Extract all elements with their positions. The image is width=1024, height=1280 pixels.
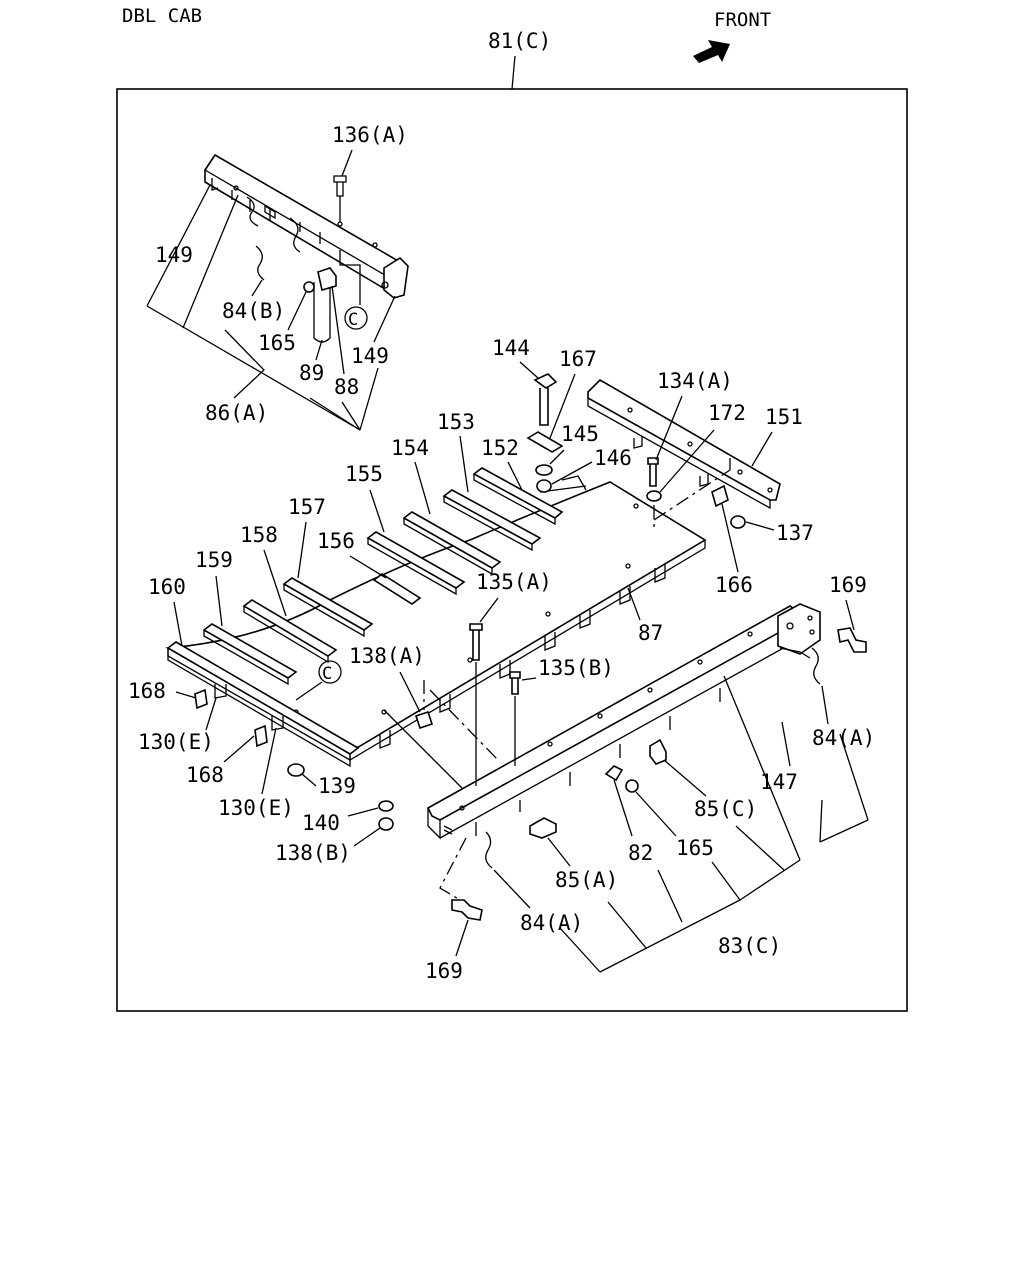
clip-85c	[649, 738, 667, 765]
clip-166	[711, 484, 729, 508]
assembly-label: 81(C)	[488, 29, 551, 53]
clip-165a	[303, 281, 315, 293]
clip-82	[604, 765, 624, 782]
callout-146: 146	[594, 446, 632, 470]
callout-84b: 84(B)	[222, 299, 285, 323]
ref-circle-c1	[344, 306, 368, 330]
callout-166: 166	[715, 573, 753, 597]
callout-169-left: 169	[425, 959, 463, 983]
bracket-88	[317, 267, 337, 292]
crossbars	[166, 467, 587, 768]
callout-145: 145	[561, 422, 599, 446]
callout-152: 152	[481, 436, 519, 460]
callout-137: 137	[776, 521, 814, 545]
diagram-frame	[116, 88, 908, 1012]
callout-151: 151	[765, 405, 803, 429]
callout-159: 159	[195, 548, 233, 572]
callout-135b: 135(B)	[538, 656, 614, 680]
center-line-3	[423, 680, 499, 761]
callout-153: 153	[437, 410, 475, 434]
callout-168-top: 168	[128, 679, 166, 703]
plate-167	[526, 431, 564, 453]
callout-147: 147	[760, 770, 798, 794]
callout-158: 158	[240, 523, 278, 547]
bolt-144	[533, 373, 558, 426]
callout-86a: 86(A)	[205, 401, 268, 425]
callout-140: 140	[302, 811, 340, 835]
nut-146	[536, 479, 552, 493]
callout-138b: 138(B)	[275, 841, 351, 865]
callout-167: 167	[559, 347, 597, 371]
nut-138a	[414, 710, 434, 730]
rear-crossmember-86a	[204, 153, 409, 299]
washer-145	[535, 464, 553, 476]
callout-85c: 85(C)	[694, 797, 757, 821]
nut-137	[730, 515, 746, 529]
callout-136a: 136(A)	[332, 123, 408, 147]
assembly-leader	[511, 55, 516, 90]
callout-165-bottom: 165	[676, 836, 714, 860]
c-ref-leader-1	[339, 250, 361, 305]
callout-138a: 138(A)	[349, 644, 425, 668]
callout-154: 154	[391, 436, 429, 460]
washer-172	[646, 490, 662, 502]
bracket-151	[587, 379, 781, 510]
callout-83c: 83(C)	[718, 934, 781, 958]
small-clips	[194, 684, 394, 831]
callout-169-right: 169	[829, 573, 867, 597]
callout-84a-left: 84(A)	[520, 911, 583, 935]
callout-160: 160	[148, 575, 186, 599]
front-arrow-icon	[693, 40, 730, 63]
bolt-135a	[469, 623, 483, 661]
callout-156: 156	[317, 529, 355, 553]
callout-165-top: 165	[258, 331, 296, 355]
callout-157: 157	[288, 495, 326, 519]
callout-85a: 85(A)	[555, 868, 618, 892]
callout-82: 82	[628, 841, 653, 865]
callout-139: 139	[318, 774, 356, 798]
clip-165b	[625, 779, 639, 793]
callout-149-right: 149	[351, 344, 389, 368]
callout-134a: 134(A)	[657, 369, 733, 393]
front-label: FRONT	[714, 9, 771, 31]
ref-circle-c1-label: C	[348, 310, 358, 330]
cab-label: DBL CAB	[122, 5, 202, 27]
bolt-136a	[333, 175, 347, 222]
callout-88: 88	[334, 375, 359, 399]
ref-circle-c2-label: C	[322, 664, 332, 684]
callout-87: 87	[638, 621, 663, 645]
callout-155: 155	[345, 462, 383, 486]
side-rail-83c	[426, 603, 821, 840]
callout-172: 172	[708, 401, 746, 425]
bolt-134a	[647, 457, 659, 487]
clip-84a-right	[811, 647, 821, 685]
center-line-2	[439, 837, 467, 901]
clip-84a-left	[485, 831, 493, 869]
callout-135a: 135(A)	[476, 570, 552, 594]
bolt-135b	[509, 671, 521, 695]
bolt-169-left	[451, 899, 483, 921]
callout-168-bottom: 168	[186, 763, 224, 787]
callout-130e-top: 130(E)	[138, 730, 214, 754]
callout-130e-bottom: 130(E)	[218, 796, 294, 820]
center-line-1	[653, 458, 731, 530]
clip-85a	[529, 817, 557, 839]
bolt-169-right	[837, 627, 867, 653]
callout-144: 144	[492, 336, 530, 360]
ref-circle-c2	[318, 660, 342, 684]
callout-89: 89	[299, 361, 324, 385]
